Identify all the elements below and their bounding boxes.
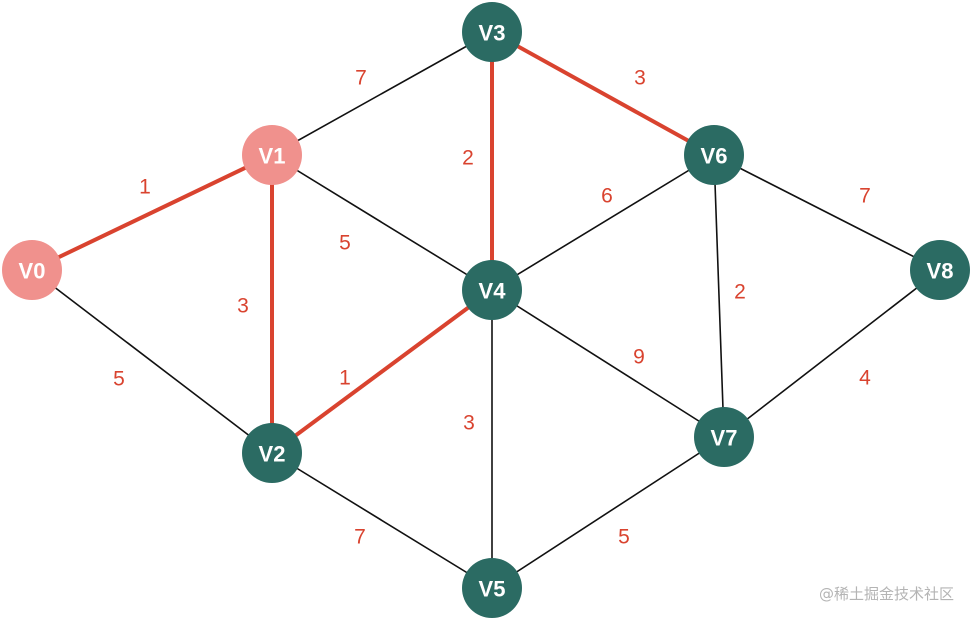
- node-circle: [910, 240, 970, 300]
- edge-weight-v3-v4: 2: [462, 147, 474, 170]
- edges-layer: [30, 30, 941, 589]
- node-v3: V3: [462, 2, 522, 62]
- edge-weight-v0-v1: 1: [139, 176, 151, 199]
- node-circle: [2, 240, 62, 300]
- edge-weight-v6-v7: 2: [734, 281, 746, 304]
- node-v7: V7: [694, 407, 754, 467]
- edge-weight-v4-v6: 6: [601, 185, 613, 208]
- edge-v4-v7: [491, 289, 725, 438]
- node-label: V3: [479, 21, 506, 46]
- edge-v1-v3: [271, 31, 493, 156]
- edge-weight-v2-v5: 7: [354, 526, 366, 549]
- edge-v4-v6: [491, 154, 715, 291]
- watermark: @稀土掘金技术社区: [818, 585, 954, 603]
- node-circle: [684, 125, 744, 185]
- edge-v5-v7: [491, 436, 725, 589]
- edge-weight-v0-v2: 5: [113, 368, 125, 391]
- edge-weight-v5-v7: 5: [618, 526, 630, 549]
- node-v1: V1: [242, 125, 302, 185]
- node-circle: [462, 2, 522, 62]
- edge-weight-v4-v5: 3: [463, 412, 475, 435]
- node-v2: V2: [242, 423, 302, 483]
- edge-v1-v4: [271, 154, 493, 291]
- node-label: V4: [479, 279, 507, 304]
- edge-v2-v4: [270, 288, 494, 455]
- edge-weight-v4-v7: 9: [633, 346, 645, 369]
- node-label: V1: [259, 144, 286, 169]
- node-circle: [462, 558, 522, 618]
- node-circle: [694, 407, 754, 467]
- node-label: V5: [479, 577, 506, 602]
- edge-v3-v6: [490, 30, 716, 157]
- node-label: V2: [259, 442, 286, 467]
- edge-v0-v1: [30, 153, 274, 272]
- node-circle: [242, 423, 302, 483]
- weights-layer: 1 5 3 7 5 1 7 2 3 3 6 9 5 2 7 4: [113, 67, 871, 549]
- edge-v6-v8: [713, 154, 941, 271]
- edge-v6-v7: [713, 154, 725, 438]
- node-v8: V8: [910, 240, 970, 300]
- edge-weight-v1-v4: 5: [339, 232, 351, 255]
- edge-weight-v7-v8: 4: [859, 367, 871, 390]
- edge-weight-v1-v2: 3: [237, 295, 249, 318]
- node-circle: [242, 125, 302, 185]
- edge-v0-v2: [31, 269, 273, 454]
- node-label: V0: [19, 259, 46, 284]
- node-label: V7: [711, 426, 738, 451]
- edge-v2-v5: [271, 452, 493, 589]
- node-v6: V6: [684, 125, 744, 185]
- edge-weight-v2-v4: 1: [339, 367, 351, 390]
- edge-v7-v8: [723, 269, 941, 438]
- edge-weight-v3-v6: 3: [634, 67, 646, 90]
- node-label: V8: [927, 259, 954, 284]
- edge-weight-v1-v3: 7: [355, 67, 367, 90]
- edge-weight-v6-v8: 7: [859, 185, 871, 208]
- node-label: V6: [701, 144, 728, 169]
- node-v4: V4: [462, 260, 522, 320]
- node-v5: V5: [462, 558, 522, 618]
- node-circle: [462, 260, 522, 320]
- node-v0: V0: [2, 240, 62, 300]
